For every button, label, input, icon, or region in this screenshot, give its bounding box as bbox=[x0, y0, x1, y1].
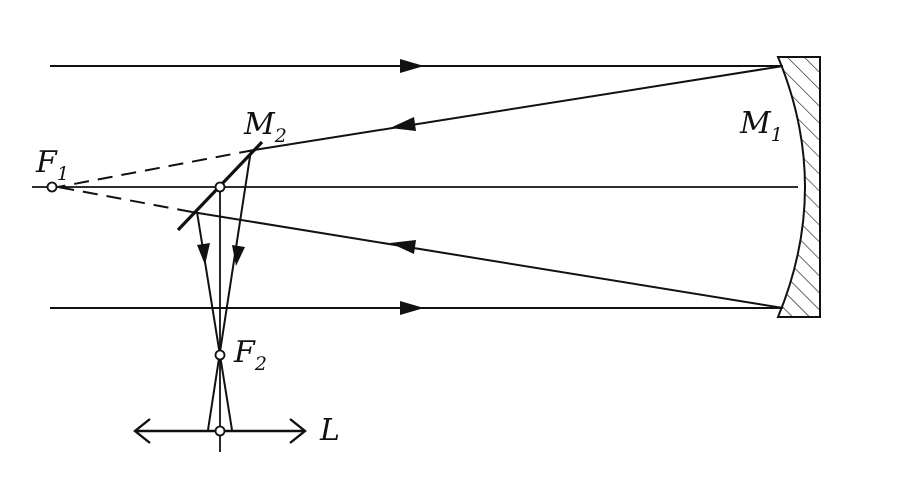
lens-center-point bbox=[214, 425, 226, 437]
arrow-down-right bbox=[232, 245, 245, 266]
reflected-ray-lower bbox=[191, 211, 784, 309]
label-f2: F2 bbox=[233, 335, 267, 375]
lens-arrowhead-left bbox=[133, 418, 151, 444]
label-f1: F1 bbox=[35, 145, 69, 185]
virtual-ray-upper bbox=[57, 149, 255, 188]
label-m1: M1 bbox=[739, 106, 783, 146]
arrow-down-left bbox=[197, 243, 210, 265]
converging-ray-right bbox=[207, 149, 252, 431]
focus-point-f2 bbox=[214, 349, 226, 361]
label-m2: M2 bbox=[243, 107, 287, 147]
arrow-left-upper bbox=[390, 117, 416, 131]
reflected-ray-upper bbox=[253, 65, 784, 151]
arrow-right-top bbox=[400, 59, 424, 73]
arrow-right-bottom bbox=[400, 301, 424, 315]
label-l: L bbox=[319, 413, 340, 448]
arrow-left-lower bbox=[390, 240, 416, 254]
lens-arrowhead-right bbox=[289, 418, 307, 444]
axis-point-m2 bbox=[214, 181, 226, 193]
primary-mirror-m1 bbox=[776, 56, 821, 318]
virtual-ray-lower bbox=[57, 186, 193, 213]
focus-point-f1 bbox=[46, 181, 58, 193]
